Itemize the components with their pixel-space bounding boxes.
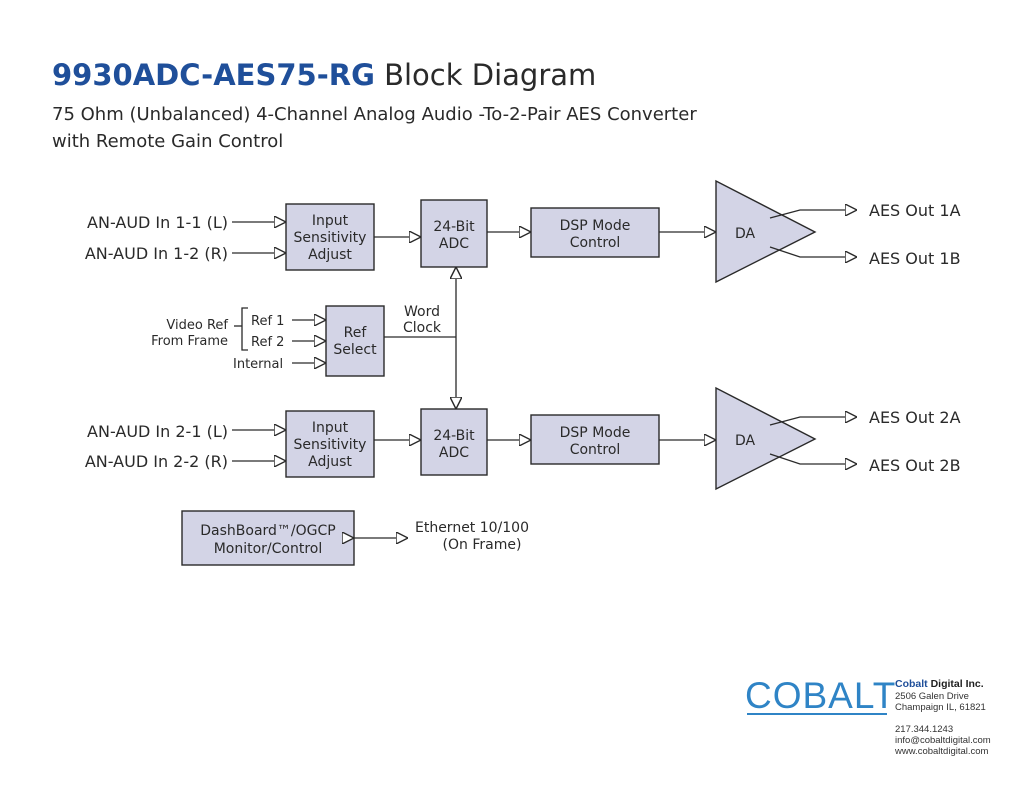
ref-select-block: Ref Select bbox=[325, 305, 385, 377]
adc-1-line-1: 24-Bit bbox=[433, 219, 475, 235]
subtitle-line-2: with Remote Gain Control bbox=[52, 131, 284, 152]
dsp-1-line-1: DSP Mode bbox=[560, 218, 631, 234]
video-ref-bracket bbox=[241, 307, 248, 351]
dashboard-block: DashBoard™/OGCP Monitor/Control bbox=[181, 510, 355, 566]
internal-label: Internal bbox=[233, 357, 283, 372]
adc-block-1: 24-Bit ADC bbox=[420, 199, 488, 268]
da-amplifier-1: DA bbox=[715, 179, 817, 284]
input-sensitivity-2-line-2: Sensitivity bbox=[294, 437, 367, 453]
input-sensitivity-block-1: Input Sensitivity Adjust bbox=[285, 203, 375, 271]
input-sensitivity-2-line-1: Input bbox=[312, 420, 349, 436]
dsp-2-line-2: Control bbox=[570, 442, 621, 458]
ref-select-line-2: Select bbox=[333, 342, 377, 358]
input-1-1-label: AN-AUD In 1-1 (L) bbox=[87, 213, 228, 232]
ethernet-line-1: Ethernet 10/100 bbox=[415, 520, 529, 536]
video-ref-line-1: Video Ref bbox=[166, 318, 228, 333]
aes-out-1a-label: AES Out 1A bbox=[869, 201, 961, 220]
dsp-block-2: DSP Mode Control bbox=[530, 414, 660, 465]
cobalt-logo: COBALT bbox=[745, 675, 897, 716]
aes-out-1b-label: AES Out 1B bbox=[869, 249, 961, 268]
title-suffix: Block Diagram bbox=[384, 58, 597, 92]
adc-1-line-2: ADC bbox=[439, 236, 469, 252]
ref-select-line-1: Ref bbox=[344, 325, 368, 341]
input-2-1-label: AN-AUD In 2-1 (L) bbox=[87, 422, 228, 441]
company-email: info@cobaltdigital.com bbox=[895, 735, 991, 746]
dsp-2-line-1: DSP Mode bbox=[560, 425, 631, 441]
company-city: Champaign IL, 61821 bbox=[895, 702, 986, 713]
da-2-out-b-line bbox=[769, 453, 857, 464]
word-clock-line-2: Clock bbox=[403, 320, 442, 336]
adc-2-line-2: ADC bbox=[439, 445, 469, 461]
input-sensitivity-1-line-3: Adjust bbox=[308, 247, 352, 263]
video-ref-line-2: From Frame bbox=[151, 334, 228, 349]
model-number: 9930ADC-AES75-RG bbox=[52, 58, 375, 92]
adc-block-2: 24-Bit ADC bbox=[420, 408, 488, 476]
company-name: Cobalt Digital Inc. bbox=[895, 679, 984, 690]
word-clock-line-1: Word bbox=[404, 304, 440, 320]
dashboard-line-2: Monitor/Control bbox=[214, 541, 323, 557]
input-sensitivity-2-line-3: Adjust bbox=[308, 454, 352, 470]
aes-out-2b-label: AES Out 2B bbox=[869, 456, 961, 475]
company-brand: Cobalt bbox=[895, 678, 928, 690]
dashboard-line-1: DashBoard™/OGCP bbox=[200, 523, 335, 539]
adc-2-line-1: 24-Bit bbox=[433, 428, 475, 444]
aes-out-2a-label: AES Out 2A bbox=[869, 408, 961, 427]
da-1-out-a-line bbox=[769, 210, 857, 219]
da-1-out-b-line bbox=[769, 246, 857, 257]
dsp-1-line-2: Control bbox=[570, 235, 621, 251]
input-sensitivity-1-line-2: Sensitivity bbox=[294, 230, 367, 246]
company-phone: 217.344.1243 bbox=[895, 724, 954, 735]
da-amplifier-2: DA bbox=[715, 386, 817, 491]
input-sensitivity-1-line-1: Input bbox=[312, 213, 349, 229]
dsp-block-1: DSP Mode Control bbox=[530, 207, 660, 258]
da-1-label: DA bbox=[735, 226, 756, 242]
subtitle-line-1: 75 Ohm (Unbalanced) 4-Channel Analog Aud… bbox=[52, 104, 697, 125]
company-website: www.cobaltdigital.com bbox=[895, 746, 989, 757]
da-2-label: DA bbox=[735, 433, 756, 449]
ref-2-label: Ref 2 bbox=[251, 335, 284, 350]
company-suffix: Digital Inc. bbox=[927, 678, 984, 690]
ethernet-line-2: (On Frame) bbox=[443, 537, 522, 553]
input-sensitivity-block-2: Input Sensitivity Adjust bbox=[285, 410, 375, 478]
input-2-2-label: AN-AUD In 2-2 (R) bbox=[85, 452, 228, 471]
da-2-out-a-line bbox=[769, 417, 857, 426]
page-title: 9930ADC-AES75-RG Block Diagram bbox=[52, 58, 596, 92]
ref-1-label: Ref 1 bbox=[251, 314, 284, 329]
company-street: 2506 Galen Drive bbox=[895, 691, 969, 702]
input-1-2-label: AN-AUD In 1-2 (R) bbox=[85, 244, 228, 263]
logo-underline bbox=[747, 713, 887, 715]
